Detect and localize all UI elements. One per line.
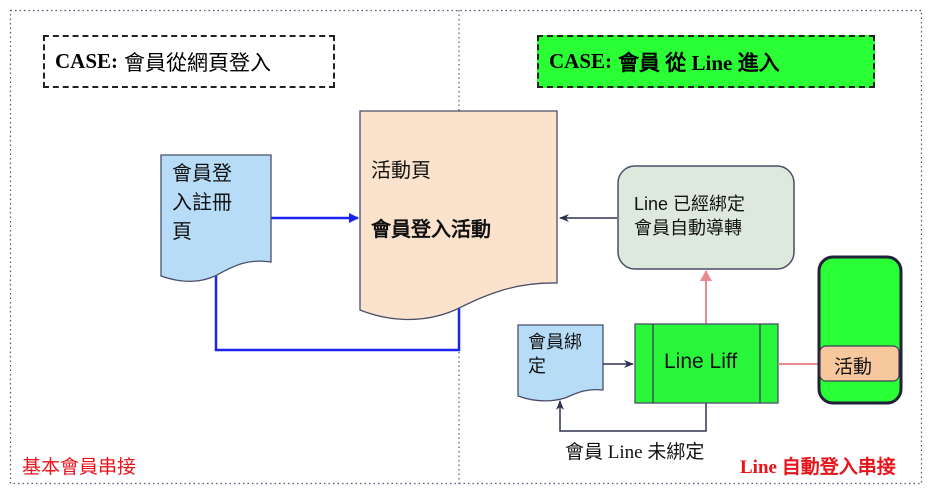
login-page-line: 會員登 <box>172 163 232 185</box>
outer-frame <box>9 9 923 485</box>
line-liff-node <box>634 323 779 404</box>
right-corner-label: Line 自動登入串接 <box>740 457 896 478</box>
phone-activity-label: 活動 <box>834 357 873 378</box>
left-case-title: 會員從網頁登入 <box>124 50 272 75</box>
right-case-box: CASE: 會員 從 Line 進入 <box>537 35 875 88</box>
auto-redirect-line: Line 已經綁定 <box>634 194 746 214</box>
bind-member-line: 定 <box>528 356 546 376</box>
right-case-prefix: CASE: <box>549 49 613 73</box>
edge-liff-not-bound <box>556 400 707 432</box>
left-corner-label: 基本會員串接 <box>22 457 137 478</box>
auto-redirect-line: 會員自動導轉 <box>634 218 742 238</box>
auto-redirect-label: Line 已經綁定 會員自動導轉 <box>634 192 745 240</box>
login-page-line: 頁 <box>172 221 192 243</box>
auto-redirect-node <box>617 165 795 270</box>
login-page-line: 入註冊 <box>172 192 232 214</box>
line-liff-label: Line Liff <box>664 350 738 373</box>
right-case-title: 會員 從 Line 進入 <box>618 50 780 75</box>
left-case-prefix: CASE: <box>55 49 119 73</box>
login-page-node <box>160 154 272 282</box>
phone-activity-tag <box>819 345 900 382</box>
left-case-box: CASE: 會員從網頁登入 <box>43 35 335 88</box>
activity-page-subtitle: 會員登入活動 <box>371 219 491 241</box>
not-bound-label: 會員 Line 未綁定 <box>565 442 705 463</box>
login-page-label: 會員登 入註冊 頁 <box>172 160 232 247</box>
activity-page-title: 活動頁 <box>371 160 431 182</box>
bind-member-line: 會員綁 <box>528 332 582 352</box>
activity-page-node <box>359 110 558 321</box>
bind-member-label: 會員綁 定 <box>528 330 582 378</box>
bind-member-node <box>517 324 604 402</box>
edge-login-to-activity-bottom <box>214 272 461 352</box>
